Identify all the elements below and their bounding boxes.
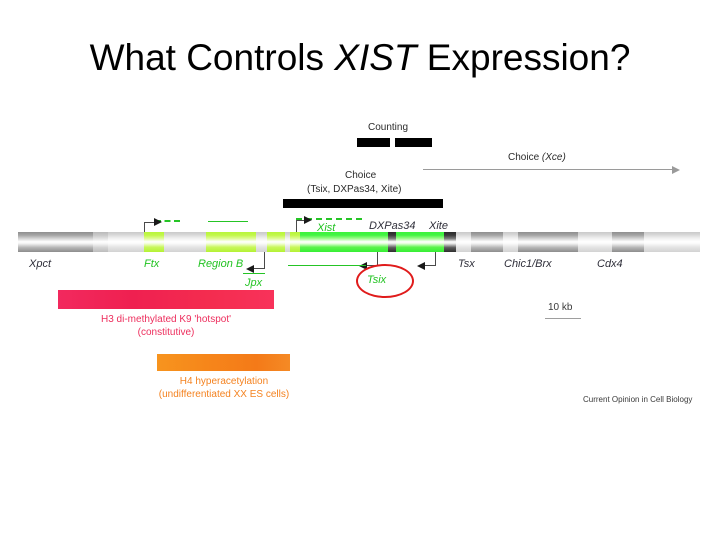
scale-bar-label: 10 kb bbox=[548, 302, 573, 313]
xce-arrow-head-icon bbox=[672, 165, 680, 174]
xist-promoter-arrow-icon bbox=[304, 216, 312, 224]
h4-hyperacetylation-caption: H4 hyperacetylation (undifferentiated XX… bbox=[110, 375, 338, 401]
segment-spacer-1 bbox=[93, 232, 108, 252]
segment-xist bbox=[300, 232, 388, 252]
segment-cdx4 bbox=[612, 232, 644, 252]
ftx-promoter-arrow-icon bbox=[154, 218, 162, 226]
label-xist: Xist bbox=[317, 222, 336, 234]
jpx-promoter-arm bbox=[253, 268, 264, 269]
segment-dxpas34 bbox=[388, 232, 396, 252]
label-ftx: Ftx bbox=[144, 258, 160, 270]
tsix-transcript-line bbox=[288, 265, 366, 266]
segment-tsx bbox=[471, 232, 503, 252]
choice-region-label-line1: Choice bbox=[345, 170, 377, 181]
label-xpct: Xpct bbox=[29, 258, 52, 270]
ftx-promoter-arm bbox=[144, 222, 155, 223]
label-xite: Xite bbox=[429, 220, 448, 232]
choice-region-bar bbox=[283, 199, 443, 208]
xce-label-prefix: Choice bbox=[508, 152, 542, 163]
label-cdx4: Cdx4 bbox=[597, 258, 623, 270]
h3-k9-hotspot-caption-line2: (constitutive) bbox=[137, 327, 195, 338]
label-chic1-brx: Chic1/Brx bbox=[504, 258, 552, 270]
tsix-promoter-stem bbox=[377, 252, 378, 266]
counting-bar-left bbox=[357, 138, 390, 147]
segment-region-b bbox=[206, 232, 256, 252]
choice-region-label-line2: (Tsix, DXPas34, Xite) bbox=[307, 184, 402, 195]
chromosome-bar bbox=[18, 232, 700, 252]
jpx-promoter-stem bbox=[264, 252, 265, 269]
segment-spacer-2 bbox=[290, 232, 300, 252]
figure-credit: Current Opinion in Cell Biology bbox=[583, 395, 693, 404]
xite-promoter-arrow-icon bbox=[417, 261, 425, 270]
xist-transcript-line bbox=[296, 218, 362, 220]
jpx-promoter-arrow-icon bbox=[246, 264, 254, 273]
page-title-suffix: Expression? bbox=[416, 37, 631, 78]
region-b-line bbox=[208, 221, 248, 222]
xite-promoter-arm bbox=[424, 265, 435, 266]
counting-label: Counting bbox=[368, 122, 409, 133]
h3-k9-hotspot-caption: H3 di-methylated K9 'hotspot' (constitut… bbox=[58, 313, 274, 339]
xist-locus-figure: Counting Choice (Xce) Choice (Tsix, DXPa… bbox=[0, 110, 720, 420]
segment-ftx bbox=[144, 232, 164, 252]
counting-bar-right bbox=[395, 138, 432, 147]
ftx-promoter-stem bbox=[144, 222, 145, 240]
label-tsx: Tsx bbox=[458, 258, 475, 270]
label-dxpas34: DXPas34 bbox=[369, 220, 416, 232]
xite-promoter-stem bbox=[435, 252, 436, 266]
h3-k9-hotspot-bar bbox=[58, 290, 274, 309]
h3-k9-hotspot-caption-line1: H3 di-methylated K9 'hotspot' bbox=[101, 314, 231, 325]
page-title: What Controls XIST Expression? bbox=[0, 36, 720, 80]
segment-jpx bbox=[267, 232, 285, 252]
segment-xpct bbox=[18, 232, 93, 252]
xist-promoter-arm bbox=[296, 220, 305, 221]
scale-bar-line bbox=[545, 318, 581, 319]
h4-hyperacetylation-caption-line2: (undifferentiated XX ES cells) bbox=[158, 389, 290, 400]
xce-arrow-line bbox=[423, 169, 674, 170]
label-jpx: Jpx bbox=[245, 277, 263, 289]
h4-hyperacetylation-bar bbox=[157, 354, 290, 371]
label-region-b: Region B bbox=[198, 258, 244, 270]
jpx-transcript-line bbox=[243, 273, 265, 274]
segment-tsix-body bbox=[396, 232, 444, 252]
xce-label: Choice (Xce) bbox=[508, 152, 566, 163]
tsix-highlight-circle bbox=[356, 264, 414, 298]
segment-xite bbox=[444, 232, 456, 252]
segment-chic1-brx bbox=[518, 232, 578, 252]
ftx-transcript-line bbox=[155, 220, 180, 222]
xce-label-italic: (Xce) bbox=[541, 152, 566, 163]
page-title-prefix: What Controls bbox=[89, 37, 335, 78]
page-title-gene: XIST bbox=[334, 37, 417, 78]
h4-hyperacetylation-caption-line1: H4 hyperacetylation bbox=[179, 376, 269, 387]
xist-promoter-stem bbox=[296, 220, 297, 240]
